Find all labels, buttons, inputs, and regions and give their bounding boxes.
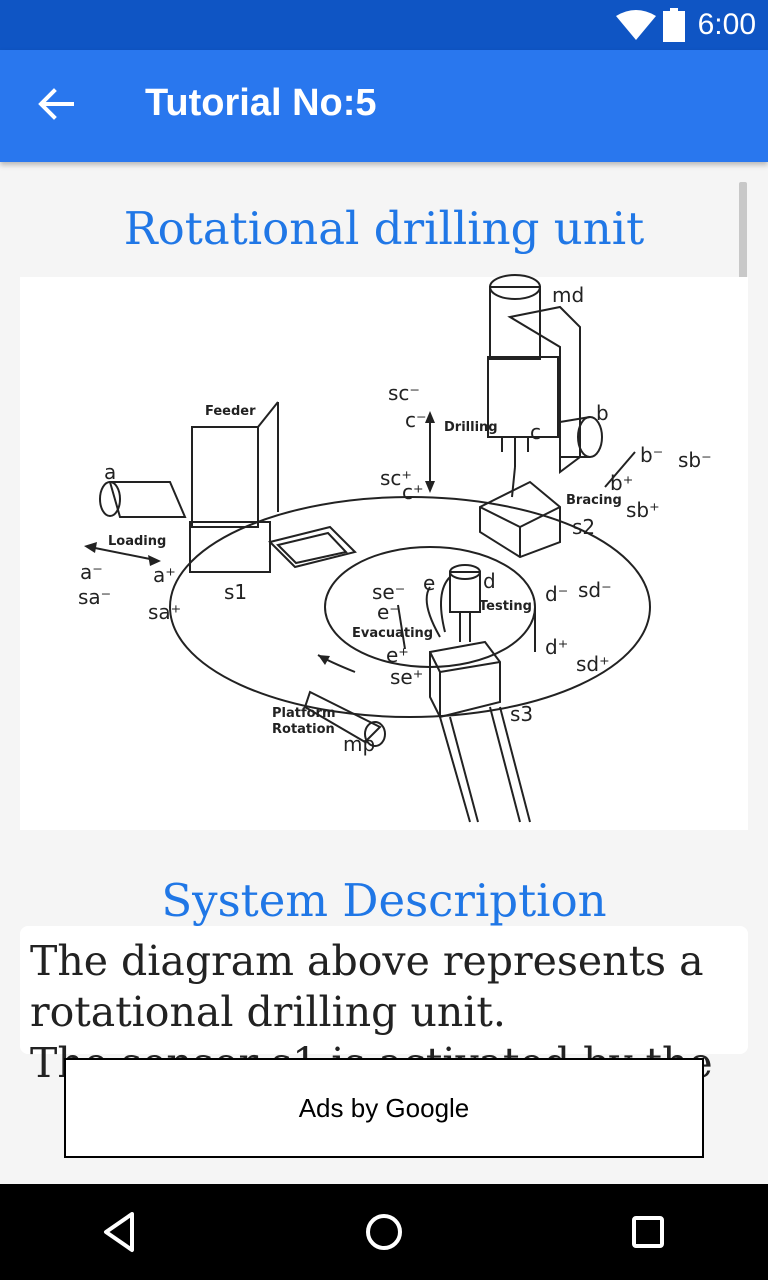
nav-back-icon[interactable] [94,1206,146,1258]
label-d-minus: d⁻ [545,582,568,606]
label-c-plus: c⁺ [402,480,424,504]
label-b: b [596,401,609,425]
label-bracing: Bracing [566,493,622,508]
label-sb-minus: sb⁻ [678,448,712,472]
label-sd-plus: sd⁺ [576,652,610,676]
label-b-minus: b⁻ [640,443,663,467]
description-line-2: rotational drilling unit. [30,988,506,1036]
scrollbar[interactable] [739,182,747,314]
description-card: The diagram above represents a rotationa… [20,926,748,1087]
label-se-plus: se⁺ [390,665,423,689]
label-rotation: Rotation [272,722,335,737]
label-e-plus: e⁺ [386,643,409,667]
label-s2: s2 [572,515,595,539]
label-loading: Loading [108,534,166,549]
label-d-plus: d⁺ [545,635,568,659]
navigation-bar [0,1184,768,1280]
label-s1: s1 [224,580,247,604]
label-sa-plus: sa⁺ [148,600,181,624]
content-scroll-area[interactable]: Rotational drilling unit [0,162,768,1087]
diagram-heading: Rotational drilling unit [123,202,645,255]
ad-label: Ads by Google [298,1092,470,1123]
label-a-minus: a⁻ [80,560,103,584]
battery-icon [663,8,685,42]
label-drilling: Drilling [444,420,498,435]
ad-banner[interactable]: Ads by Google [64,1058,704,1158]
description-line-1: The diagram above represents a [30,937,704,985]
label-sc-plus: sc⁺ [380,466,412,490]
label-testing: Testing [479,599,532,614]
back-arrow-icon[interactable] [26,74,86,134]
label-sc-minus: sc⁻ [388,381,420,405]
app-bar: Tutorial No:5 [0,50,768,162]
diagram-drawing: md b c b⁻ sb⁻ b⁺ sb⁺ Bracing s2 sc⁻ c⁻ D… [78,274,712,823]
label-e-minus: e⁻ [377,600,400,624]
label-d: d [483,569,496,593]
label-c-minus: c⁻ [405,408,427,432]
label-sa-minus: sa⁻ [78,585,111,609]
label-s3: s3 [510,702,533,726]
nav-recents-icon[interactable] [622,1206,674,1258]
label-evacuating: Evacuating [352,626,433,641]
status-time: 6:00 [697,8,756,41]
wifi-icon [616,10,656,40]
status-bar: 6:00 [0,0,768,50]
label-feeder: Feeder [205,404,256,419]
nav-home-icon[interactable] [358,1206,410,1258]
description-heading: System Description [161,874,607,927]
page-title: Tutorial No:5 [145,82,377,124]
label-md: md [552,283,584,307]
label-a: a [104,460,116,484]
label-c: c [530,420,541,444]
label-sd-minus: sd⁻ [578,578,612,602]
label-b-plus: b⁺ [610,471,633,495]
label-e: e [423,571,435,595]
label-platform: Platform [272,706,336,721]
label-a-plus: a⁺ [153,563,176,587]
label-se-minus: se⁻ [372,580,405,604]
label-sb-plus: sb⁺ [626,498,660,522]
label-mp: mp [343,732,375,756]
drilling-unit-diagram: md b c b⁻ sb⁻ b⁺ sb⁺ Bracing s2 sc⁻ c⁻ D… [20,274,748,830]
